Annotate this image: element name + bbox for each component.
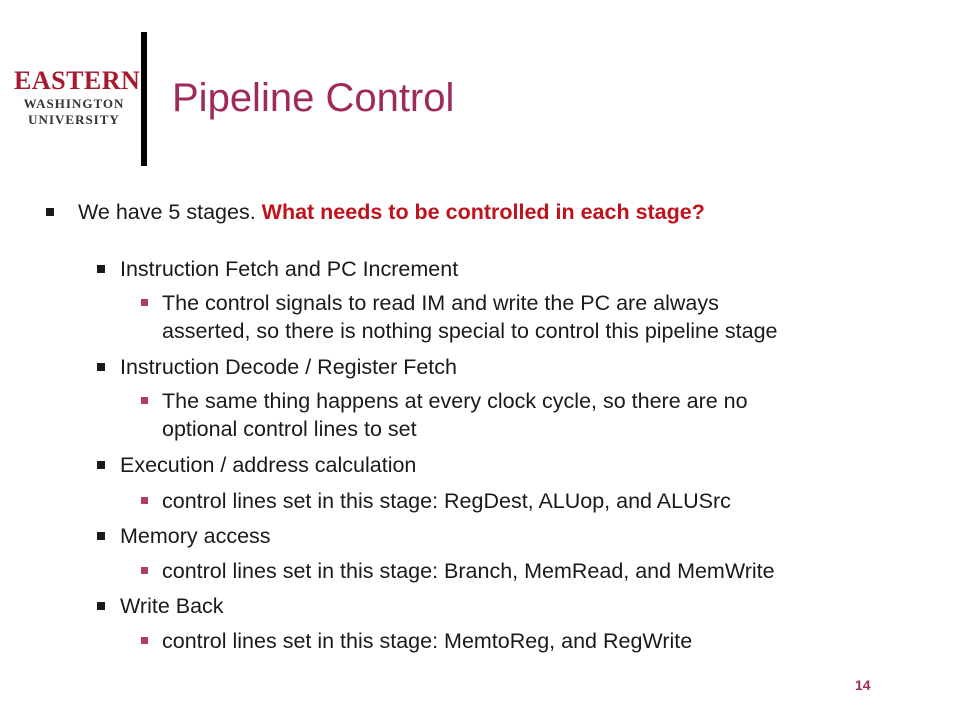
stage-2-detail-cont: optional control lines to set bbox=[162, 414, 417, 444]
stage-label-text: Execution / address calculation bbox=[120, 453, 417, 477]
intro-bullet: We have 5 stages. What needs to be contr… bbox=[46, 197, 705, 227]
university-logo: EASTERN WASHINGTON UNIVERSITY bbox=[14, 66, 141, 127]
page-number: 14 bbox=[855, 677, 871, 693]
square-bullet-icon bbox=[141, 637, 148, 644]
detail-line: The same thing happens at every clock cy… bbox=[162, 389, 748, 413]
intro-text: We have 5 stages. bbox=[78, 200, 262, 224]
detail-line: The control signals to read IM and write… bbox=[162, 291, 719, 315]
detail-line: control lines set in this stage: MemtoRe… bbox=[162, 629, 693, 653]
stage-2-label: Instruction Decode / Register Fetch bbox=[97, 352, 457, 382]
stage-label-text: Memory access bbox=[120, 524, 271, 548]
stage-5-detail: control lines set in this stage: MemtoRe… bbox=[141, 626, 693, 656]
stage-2-detail: The same thing happens at every clock cy… bbox=[141, 386, 748, 416]
square-bullet-icon bbox=[97, 602, 105, 610]
detail-line: optional control lines to set bbox=[162, 417, 417, 441]
stage-4-label: Memory access bbox=[97, 521, 271, 551]
square-bullet-icon bbox=[141, 497, 148, 504]
square-bullet-icon bbox=[97, 532, 105, 540]
square-bullet-icon bbox=[141, 567, 148, 574]
stage-4-detail: control lines set in this stage: Branch,… bbox=[141, 556, 775, 586]
square-bullet-icon bbox=[141, 397, 148, 404]
square-bullet-icon bbox=[97, 461, 105, 469]
square-bullet-icon bbox=[97, 363, 105, 371]
square-bullet-icon bbox=[46, 208, 54, 216]
stage-label-text: Instruction Decode / Register Fetch bbox=[120, 355, 457, 379]
stage-1-detail: The control signals to read IM and write… bbox=[141, 288, 719, 318]
detail-line: control lines set in this stage: RegDest… bbox=[162, 489, 731, 513]
title-divider bbox=[141, 32, 147, 166]
stage-5-label: Write Back bbox=[97, 591, 224, 621]
square-bullet-icon bbox=[97, 265, 105, 273]
stage-1-detail-cont: asserted, so there is nothing special to… bbox=[162, 316, 778, 346]
square-bullet-icon bbox=[141, 299, 148, 306]
stage-3-label: Execution / address calculation bbox=[97, 450, 417, 480]
detail-line: asserted, so there is nothing special to… bbox=[162, 319, 778, 343]
stage-label-text: Instruction Fetch and PC Increment bbox=[120, 257, 459, 281]
logo-line-2: WASHINGTON bbox=[23, 96, 125, 111]
stage-3-detail: control lines set in this stage: RegDest… bbox=[141, 486, 731, 516]
stage-label-text: Write Back bbox=[120, 594, 224, 618]
logo-line-1: EASTERN bbox=[14, 66, 141, 95]
stage-1-label: Instruction Fetch and PC Increment bbox=[97, 254, 459, 284]
logo-line-3: UNIVERSITY bbox=[28, 112, 120, 127]
detail-line: control lines set in this stage: Branch,… bbox=[162, 559, 775, 583]
slide-title: Pipeline Control bbox=[172, 76, 455, 120]
intro-emphasis: What needs to be controlled in each stag… bbox=[261, 200, 705, 224]
